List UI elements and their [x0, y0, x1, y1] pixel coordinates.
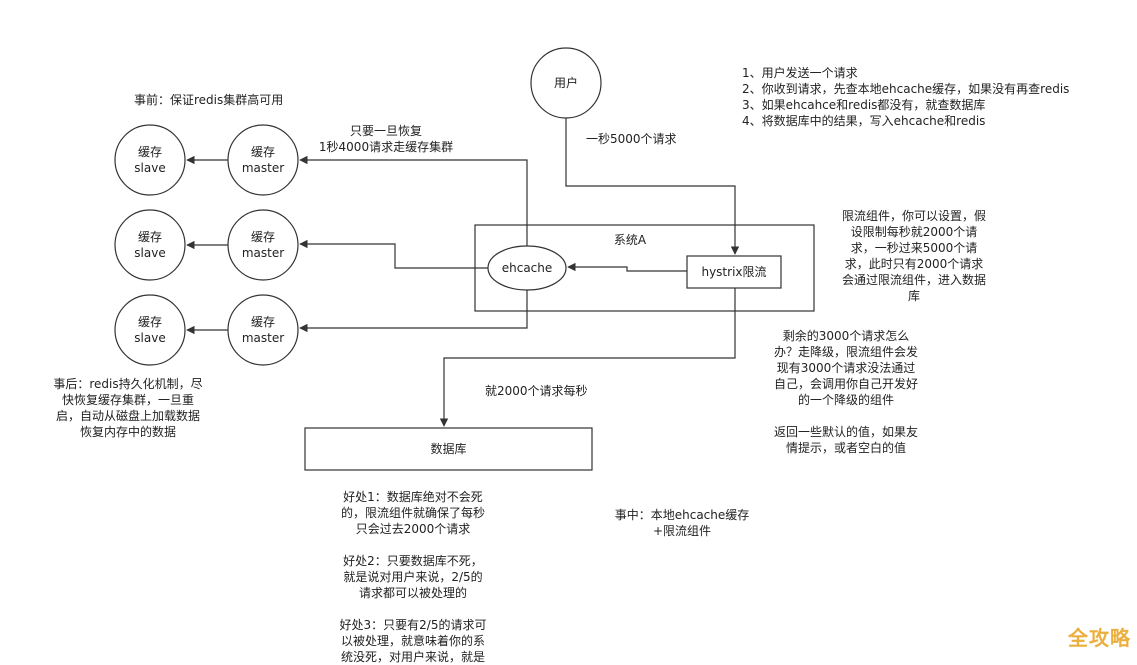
after-note-line: 启，自动从磁盘上加载数据: [55, 409, 200, 423]
after-note-line: 事后：redis持久化机制，尽: [53, 377, 203, 391]
cache-text: 缓存: [250, 145, 275, 159]
benefit-2-line: 好处2：只要数据库不死，: [343, 554, 483, 568]
slave-1-label: 缓存 slave: [115, 144, 185, 176]
database-box: [304, 427, 593, 471]
slave-node-3: [114, 294, 186, 366]
default-note-line: 情提示，或者空白的值: [785, 441, 906, 455]
arrow-ehcache-master-3: [299, 290, 528, 333]
step-4: 4、将数据库中的结果，写入ehcache和redis: [742, 114, 986, 128]
system-a-label: 系统A: [613, 233, 647, 247]
cache-text: 缓存: [137, 315, 162, 329]
benefit-3-line: 以被处理，就意味着你的系: [340, 634, 485, 648]
limiter-note-line: 库: [907, 289, 920, 303]
master-text: master: [241, 246, 285, 260]
limiter-note-line: 会通过限流组件，进入数据: [841, 273, 986, 287]
recover-note-1: 只要一旦恢复: [349, 124, 422, 138]
watermark-logo: 全攻略: [1068, 626, 1131, 650]
hystrix-box: [686, 255, 782, 289]
user-label: 用户: [553, 76, 578, 90]
database-label: 数据库: [430, 442, 467, 456]
degrade-note-line: 办？走降级，限流组件会发: [773, 345, 918, 359]
benefit-1-line: 只会过去2000个请求: [355, 522, 471, 536]
benefit-2-line: 就是说对用户来说，2/5的: [343, 570, 483, 584]
degrade-note-line: 自己，会调用你自己开发好: [773, 377, 918, 391]
degrade-note-line: 的一个降级的组件: [797, 393, 894, 407]
arrow-ehcache-master-1: [299, 155, 528, 246]
qps-note: 一秒5000个请求: [586, 132, 677, 146]
default-note-line: 返回一些默认的值，如果友: [773, 425, 918, 439]
degrade-note-line: 现有3000个请求没法通过: [776, 361, 916, 375]
limiter-note-line: 限流组件，你可以设置，假: [841, 209, 986, 223]
master-text: master: [241, 161, 285, 175]
slave-text: slave: [134, 331, 166, 345]
step-1: 1、用户发送一个请求: [742, 66, 858, 80]
after-note-line: 恢复内存中的数据: [79, 425, 176, 439]
master-1-label: 缓存 master: [228, 144, 298, 176]
slave-node-2: [114, 209, 186, 281]
step-2: 2、你收到请求，先查本地ehcache缓存，如果没有再查redis: [742, 82, 1070, 96]
master-3-label: 缓存 master: [228, 314, 298, 346]
during-note-line: 事中：本地ehcache缓存: [614, 508, 750, 522]
limiter-note-line: 求，此时只有2000个请求: [844, 257, 984, 271]
degrade-note-line: 剩余的3000个请求怎么: [782, 329, 910, 343]
benefit-3-line: 统没死，对用户来说，就是: [340, 650, 485, 664]
benefit-1-line: 好处1：数据库绝对不会死: [343, 490, 483, 504]
arrow-user-hystrix: [565, 118, 740, 255]
slave-2-label: 缓存 slave: [115, 229, 185, 261]
step-3: 3、如果ehcahce和redis都没有，就查数据库: [742, 98, 986, 112]
recover-note-2: 1秒4000请求走缓存集群: [318, 140, 454, 154]
db-qps-note: 就2000个请求每秒: [485, 384, 588, 398]
slave-node-1: [114, 124, 186, 196]
cache-text: 缓存: [250, 230, 275, 244]
during-note-line: +限流组件: [652, 524, 712, 538]
cache-text: 缓存: [137, 145, 162, 159]
cache-text: 缓存: [137, 230, 162, 244]
ehcache-label: ehcache: [501, 261, 553, 275]
master-text: master: [241, 331, 285, 345]
after-note-line: 快恢复缓存集群，一旦重: [61, 393, 194, 407]
arrow-hystrix-database: [439, 288, 736, 427]
slave-text: slave: [134, 161, 166, 175]
before-note: 事前：保证redis集群高可用: [134, 93, 284, 107]
master-2-label: 缓存 master: [228, 229, 298, 261]
cache-text: 缓存: [250, 315, 275, 329]
limiter-note-line: 求，一秒过来5000个请: [850, 241, 978, 255]
arrow-hystrix-ehcache: [567, 262, 687, 272]
benefit-2-line: 请求都可以被处理的: [358, 586, 467, 600]
hystrix-label: hystrix限流: [701, 265, 767, 279]
benefit-1-line: 的，限流组件就确保了每秒: [340, 506, 485, 520]
slave-text: slave: [134, 246, 166, 260]
limiter-note-line: 设限制每秒就2000个请: [850, 225, 978, 239]
slave-3-label: 缓存 slave: [115, 314, 185, 346]
arrow-ehcache-master-2: [299, 239, 488, 269]
benefit-3-line: 好处3：只要有2/5的请求可: [339, 618, 487, 632]
